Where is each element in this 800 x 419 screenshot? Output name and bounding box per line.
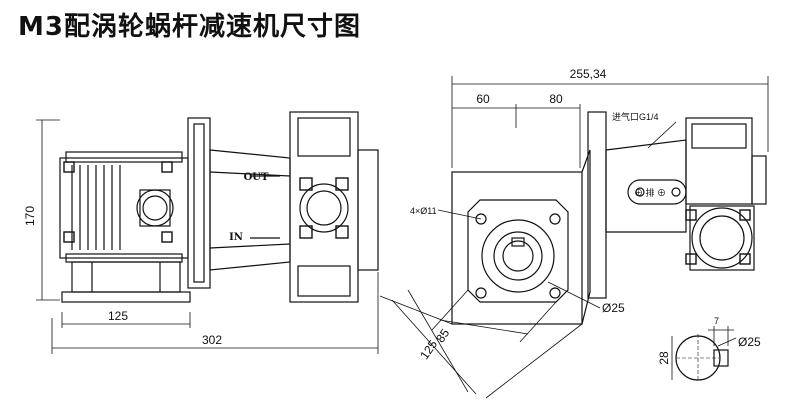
side-view	[59, 111, 379, 303]
dim-overall-length: 302	[202, 333, 222, 347]
gearbox-housing	[59, 157, 189, 259]
shaft-key-detail	[671, 326, 737, 382]
front-view	[451, 111, 767, 325]
inlet-label: 进气口G1/4	[612, 111, 659, 122]
dim-overall-right: 255,34	[570, 67, 607, 81]
input-boss	[136, 189, 174, 227]
dim-height: 170	[23, 206, 37, 226]
actuator-front	[685, 117, 753, 205]
key-height-label: 28	[657, 351, 671, 365]
base-plate	[61, 291, 191, 303]
shaft-diameter-label: Ø25	[738, 335, 761, 349]
bore-callout: Ø25	[602, 301, 625, 315]
dim-60: 60	[476, 92, 490, 106]
output-flange-circle	[481, 219, 555, 293]
cylinder-body	[209, 149, 291, 271]
gearbox-square	[451, 171, 583, 325]
dim-85: 85	[433, 326, 452, 345]
dim-base-width: 125	[108, 309, 128, 323]
output-bore	[502, 240, 534, 272]
key-width-label: 7	[714, 316, 719, 326]
dim-80: 80	[549, 92, 563, 106]
front-view-dimensions	[379, 76, 769, 399]
exhaust-label: ⊕ 排 ⊕	[634, 187, 666, 198]
mounting-flange	[187, 117, 211, 289]
actuator-cap	[691, 207, 753, 269]
port-label-out: OUT	[244, 172, 269, 183]
bolt-hole-callout: 4×Ø11	[410, 206, 437, 216]
port-label-in: IN	[229, 232, 243, 243]
side-view-dimensions	[36, 119, 379, 354]
page-title: M3配涡轮蜗杆减速机尺寸图	[18, 12, 361, 42]
